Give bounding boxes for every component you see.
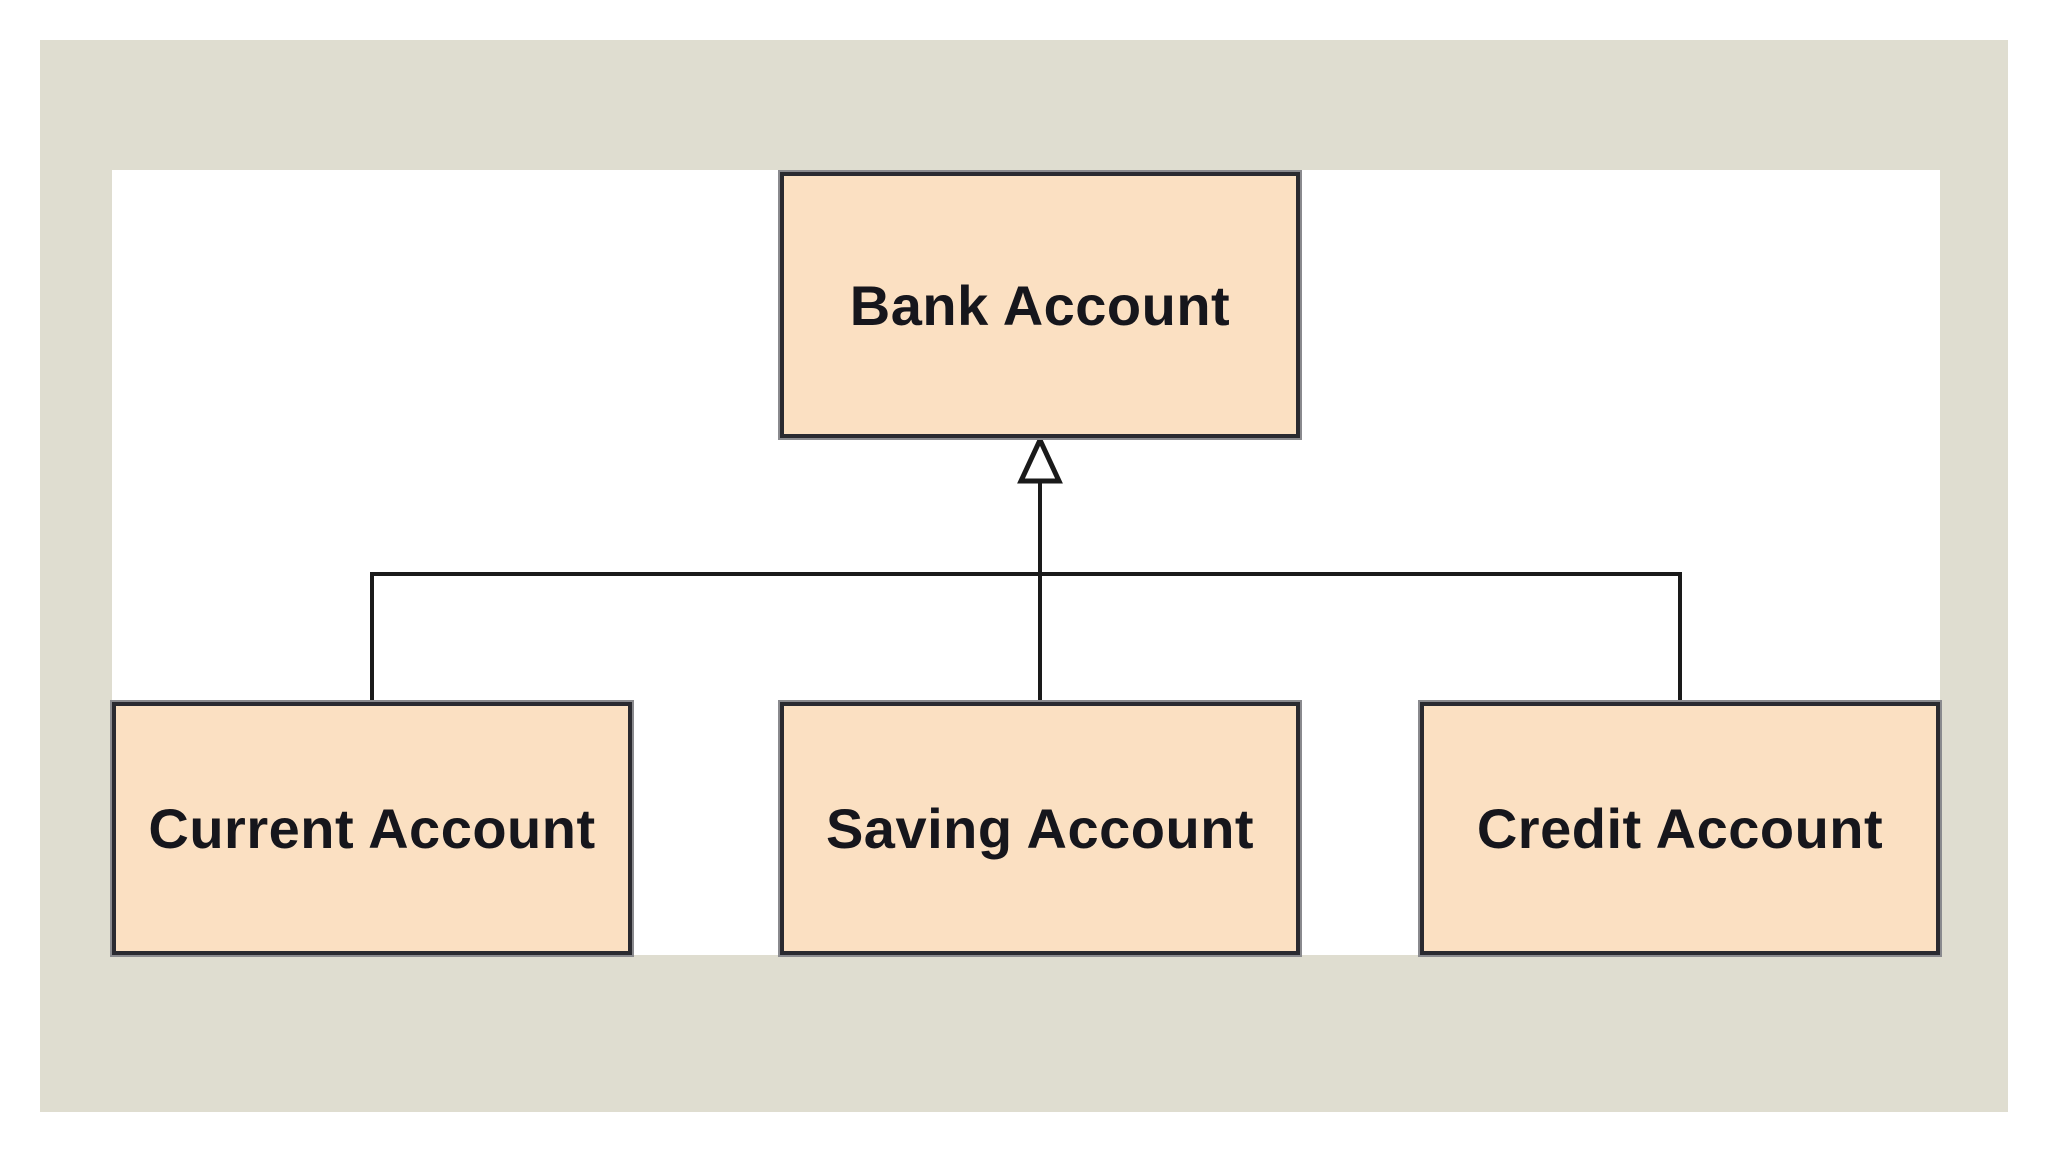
node-saving-account-label: Saving Account xyxy=(825,797,1255,860)
node-current-account: Current Account xyxy=(112,702,632,955)
node-saving-account: Saving Account xyxy=(780,702,1300,955)
node-credit-account: Credit Account xyxy=(1420,702,1940,955)
node-current-account-label: Current Account xyxy=(148,797,596,860)
node-credit-account-label: Credit Account xyxy=(1476,797,1884,860)
generalization-arrowhead xyxy=(1017,434,1063,484)
node-bank-account: Bank Account xyxy=(780,172,1300,438)
node-bank-account-label: Bank Account xyxy=(849,273,1231,337)
